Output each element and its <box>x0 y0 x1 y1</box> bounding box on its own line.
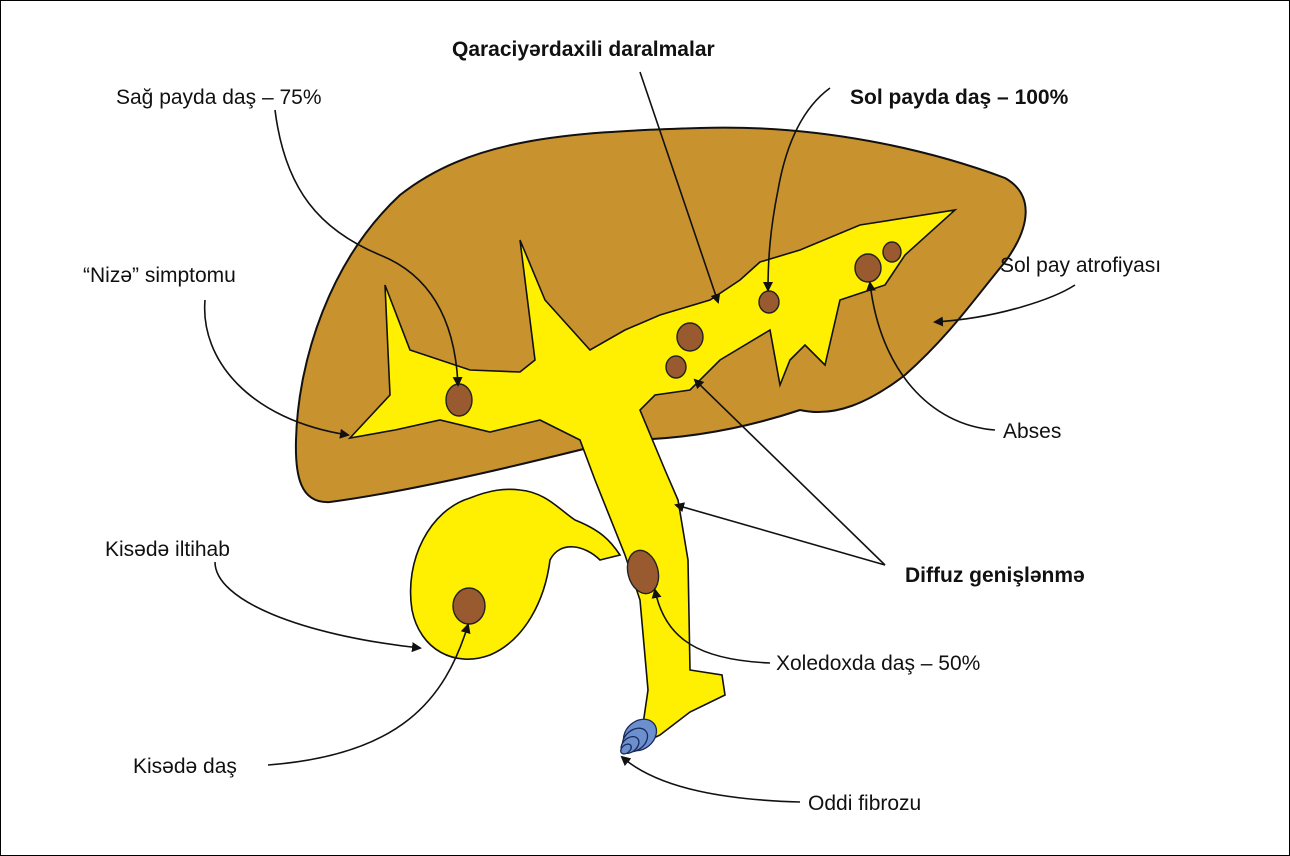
label-common-bile-duct-stone: Xoledoxda daş – 50% <box>776 652 980 675</box>
stone-right-lobe <box>446 384 472 416</box>
label-gallbladder-inflammation: Kisədə iltihab <box>105 538 230 561</box>
stone-abscess-1 <box>855 254 881 282</box>
label-gallbladder-stone: Kisədə daş <box>133 755 237 778</box>
label-oddi-fibrosis: Oddi fibrozu <box>808 792 921 815</box>
label-spear-sign: “Nizə” simptomu <box>83 264 236 287</box>
gallbladder <box>411 489 620 659</box>
stone-duct-2 <box>666 356 686 378</box>
label-diffuse-dilation: Diffuz genişlənmə <box>905 564 1085 587</box>
label-abscess: Abses <box>1003 420 1061 443</box>
label-right-lobe-stone: Sağ payda daş – 75% <box>116 86 322 109</box>
stone-duct-1 <box>677 323 703 351</box>
stone-gallbladder <box>453 588 485 624</box>
stone-left-lobe <box>759 291 779 313</box>
label-left-lobe-stone: Sol payda daş – 100% <box>850 86 1069 109</box>
label-intrahepatic-strictures: Qaraciyərdaxili daralmalar <box>452 38 715 61</box>
label-left-lobe-atrophy: Sol pay atrofiyası <box>1000 254 1161 277</box>
stone-abscess-2 <box>883 242 901 262</box>
